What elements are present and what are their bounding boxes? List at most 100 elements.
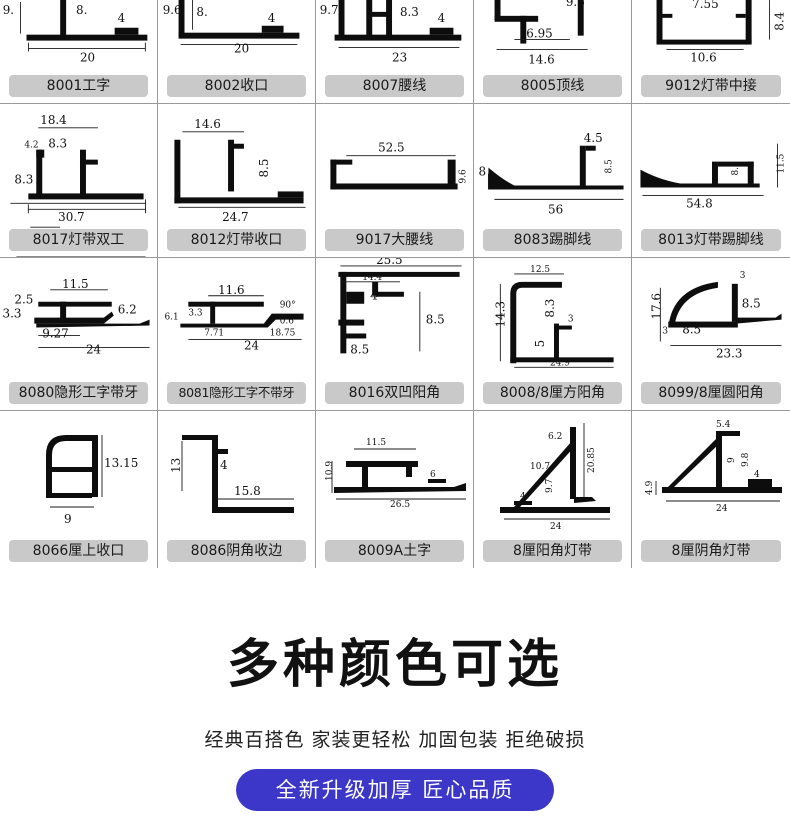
product-card-8016[interactable]: 25.5 14.4 4 8.5 8.5 8016双凹阳角: [316, 258, 474, 411]
dimension-label: 24.7: [222, 210, 249, 224]
dimension-label: 24: [550, 522, 562, 532]
dimension-label: 10.7: [530, 462, 550, 472]
product-label: 8012灯带收口: [167, 229, 306, 251]
dimension-label: 9.6: [163, 3, 182, 17]
dimension-label: 17.6: [649, 293, 663, 320]
product-label: 8009A土字: [325, 540, 464, 562]
dimension-label: 3: [740, 271, 746, 281]
product-label: 8017灯带双工: [9, 229, 148, 251]
dimension-label: 4: [754, 470, 760, 480]
dimension-label: 56: [548, 202, 563, 216]
dimension-label: 9.6: [566, 0, 585, 9]
dimension-label: 14.4: [362, 273, 382, 283]
profile-drawing: 7.55 8.4 10.6: [656, 0, 786, 64]
product-card-8013[interactable]: 11.5 8.5 54.8 8013灯带踢脚线: [632, 104, 790, 258]
dimension-label: 4: [268, 11, 276, 25]
dimension-label: 13: [169, 458, 183, 473]
dimension-label: 8.5: [350, 342, 369, 356]
product-card-9012[interactable]: 7.55 8.4 10.6 9012灯带中接: [632, 0, 790, 104]
profile-drawing: 13 4 15.8: [169, 435, 294, 513]
dimension-label: 9.7: [545, 478, 555, 493]
profile-drawing: 9. 8. 4 20: [3, 0, 148, 64]
product-label: 8081隐形工字不带牙: [167, 382, 306, 404]
dimension-label: 6.95: [526, 27, 552, 41]
product-card-8099[interactable]: 3 17.6 8.5 3 8.5 23.3 8099/8厘圆阳角: [632, 258, 790, 411]
dimension-label: 20.85: [587, 447, 597, 473]
dimension-label: 6.1: [164, 313, 178, 323]
dimension-label: 3: [662, 327, 668, 337]
product-card-8002[interactable]: 9.6 8. 4 20 8002收口: [158, 0, 316, 104]
dimension-label: 8.5: [605, 159, 615, 173]
profile-catalog-grid: 9. 8. 4 20 8001工字 9.6 8. 4 20 8002收口: [0, 0, 790, 568]
dimension-label: 11.5: [777, 154, 787, 174]
product-card-8005[interactable]: 9.6 6.95 14.6 8005顶线: [474, 0, 632, 104]
dimension-label: 8.: [196, 5, 207, 19]
profile-drawing: 11.5 10.9 6 26.5: [325, 438, 466, 510]
profile-drawing: 11.5 8.5 54.8: [640, 143, 787, 210]
product-card-9017[interactable]: 52.5 9.6 9017大腰线: [316, 104, 474, 258]
profile-drawing: 11.5 2.5 3.3 6.2 9.27 24: [3, 277, 150, 356]
dimension-label: 24: [86, 342, 101, 356]
product-label: 8005顶线: [483, 75, 622, 97]
dimension-label: 11.6: [218, 283, 245, 297]
dimension-label: 30.7: [58, 210, 85, 224]
product-card-8009a[interactable]: 11.5 10.9 6 26.5 8009A土字: [316, 411, 474, 568]
dimension-label: 4.9: [645, 480, 655, 495]
product-card-8081[interactable]: 11.6 90° 6.1 3.3 0.6 7.71 24 18.75 8081隐…: [158, 258, 316, 411]
product-label: 8099/8厘圆阳角: [641, 382, 781, 404]
product-label: 8013灯带踢脚线: [641, 229, 781, 251]
tagline: 经典百搭色 家装更轻松 加固包装 拒绝破损: [204, 729, 586, 751]
dimension-label: 23: [392, 50, 407, 64]
dimension-label: 9.8: [741, 452, 751, 467]
dimension-label: 9: [727, 457, 737, 463]
product-card-8007[interactable]: 9.7 8.3 4 23 8007腰线: [316, 0, 474, 104]
product-label: 8001工字: [9, 75, 148, 97]
product-card-8008[interactable]: 12.5 14.3 8.3 3 5 24.9 8008/8厘方阳角: [474, 258, 632, 411]
dimension-label: 12.5: [530, 265, 550, 275]
product-card-8017[interactable]: 18.4 4.2 8.3 8.3 30.7 8017灯带双工: [0, 104, 158, 258]
dimension-label: 8.3: [48, 137, 67, 151]
profile-drawing: 4.5 8.5 8 56: [478, 131, 624, 216]
dimension-label: 26.5: [390, 500, 410, 510]
dimension-label: 8.3: [14, 172, 33, 186]
profile-drawing: 9.6 6.95 14.6: [494, 0, 588, 66]
product-card-8012[interactable]: 14.6 8.5 24.7 8012灯带收口: [158, 104, 316, 258]
dimension-label: 24.9: [550, 358, 570, 368]
dimension-label: 8.5: [257, 159, 271, 178]
product-card-8-yinjiao-lightstrip[interactable]: 5.4 9 9.8 4 4.9 24 8厘阴角灯带: [632, 411, 790, 568]
dimension-label: 24: [244, 338, 259, 352]
dimension-label: 9.27: [42, 326, 69, 340]
product-card-8066[interactable]: 13.15 9 8066厘上收口: [0, 411, 158, 568]
product-card-8080[interactable]: 11.5 2.5 3.3 6.2 9.27 24 8080隐形工字带牙: [0, 258, 158, 411]
dimension-label: 5.4: [716, 420, 731, 430]
dimension-label: 8.5: [426, 313, 445, 327]
product-label: 8016双凹阳角: [325, 382, 464, 404]
product-label: 9017大腰线: [325, 229, 464, 251]
dimension-label: 7.55: [692, 0, 718, 11]
dimension-label: 8.5: [682, 323, 701, 337]
upgrade-badge[interactable]: 全新升级加厚 匠心品质: [236, 769, 554, 811]
dimension-label: 8.4: [772, 12, 786, 31]
product-card-8083[interactable]: 4.5 8.5 8 56 8083踢脚线: [474, 104, 632, 258]
dimension-label: 10.6: [690, 50, 716, 64]
dimension-label: 4.2: [24, 141, 38, 151]
profile-drawing: 9.7 8.3 4 23: [320, 0, 462, 64]
product-label: 8厘阳角灯带: [483, 540, 622, 562]
dimension-label: 8.3: [400, 5, 419, 19]
product-card-8086[interactable]: 13 4 15.8 8086阴角收边: [158, 411, 316, 568]
product-card-8-yangjiao-lightstrip[interactable]: 6.2 10.7 20.85 9.7 4 24 8厘阳角灯带: [474, 411, 632, 568]
dimension-label: 3.3: [188, 309, 203, 319]
profile-drawing: 11.6 90° 6.1 3.3 0.6 7.71 24 18.75: [164, 283, 304, 352]
product-label: 8080隐形工字带牙: [9, 382, 148, 404]
profile-drawing: 6.2 10.7 20.85 9.7 4 24: [500, 423, 610, 532]
dimension-label: 9: [64, 512, 72, 526]
dimension-label: 54.8: [686, 196, 713, 210]
product-label: 8002收口: [167, 75, 306, 97]
dimension-label: 4: [438, 11, 446, 25]
dimension-label: 24: [716, 504, 728, 514]
profile-drawing: 12.5 14.3 8.3 3 5 24.9: [493, 265, 614, 368]
dimension-label: 8.3: [543, 299, 557, 318]
product-label: 8007腰线: [325, 75, 464, 97]
product-card-8001[interactable]: 9. 8. 4 20 8001工字: [0, 0, 158, 104]
